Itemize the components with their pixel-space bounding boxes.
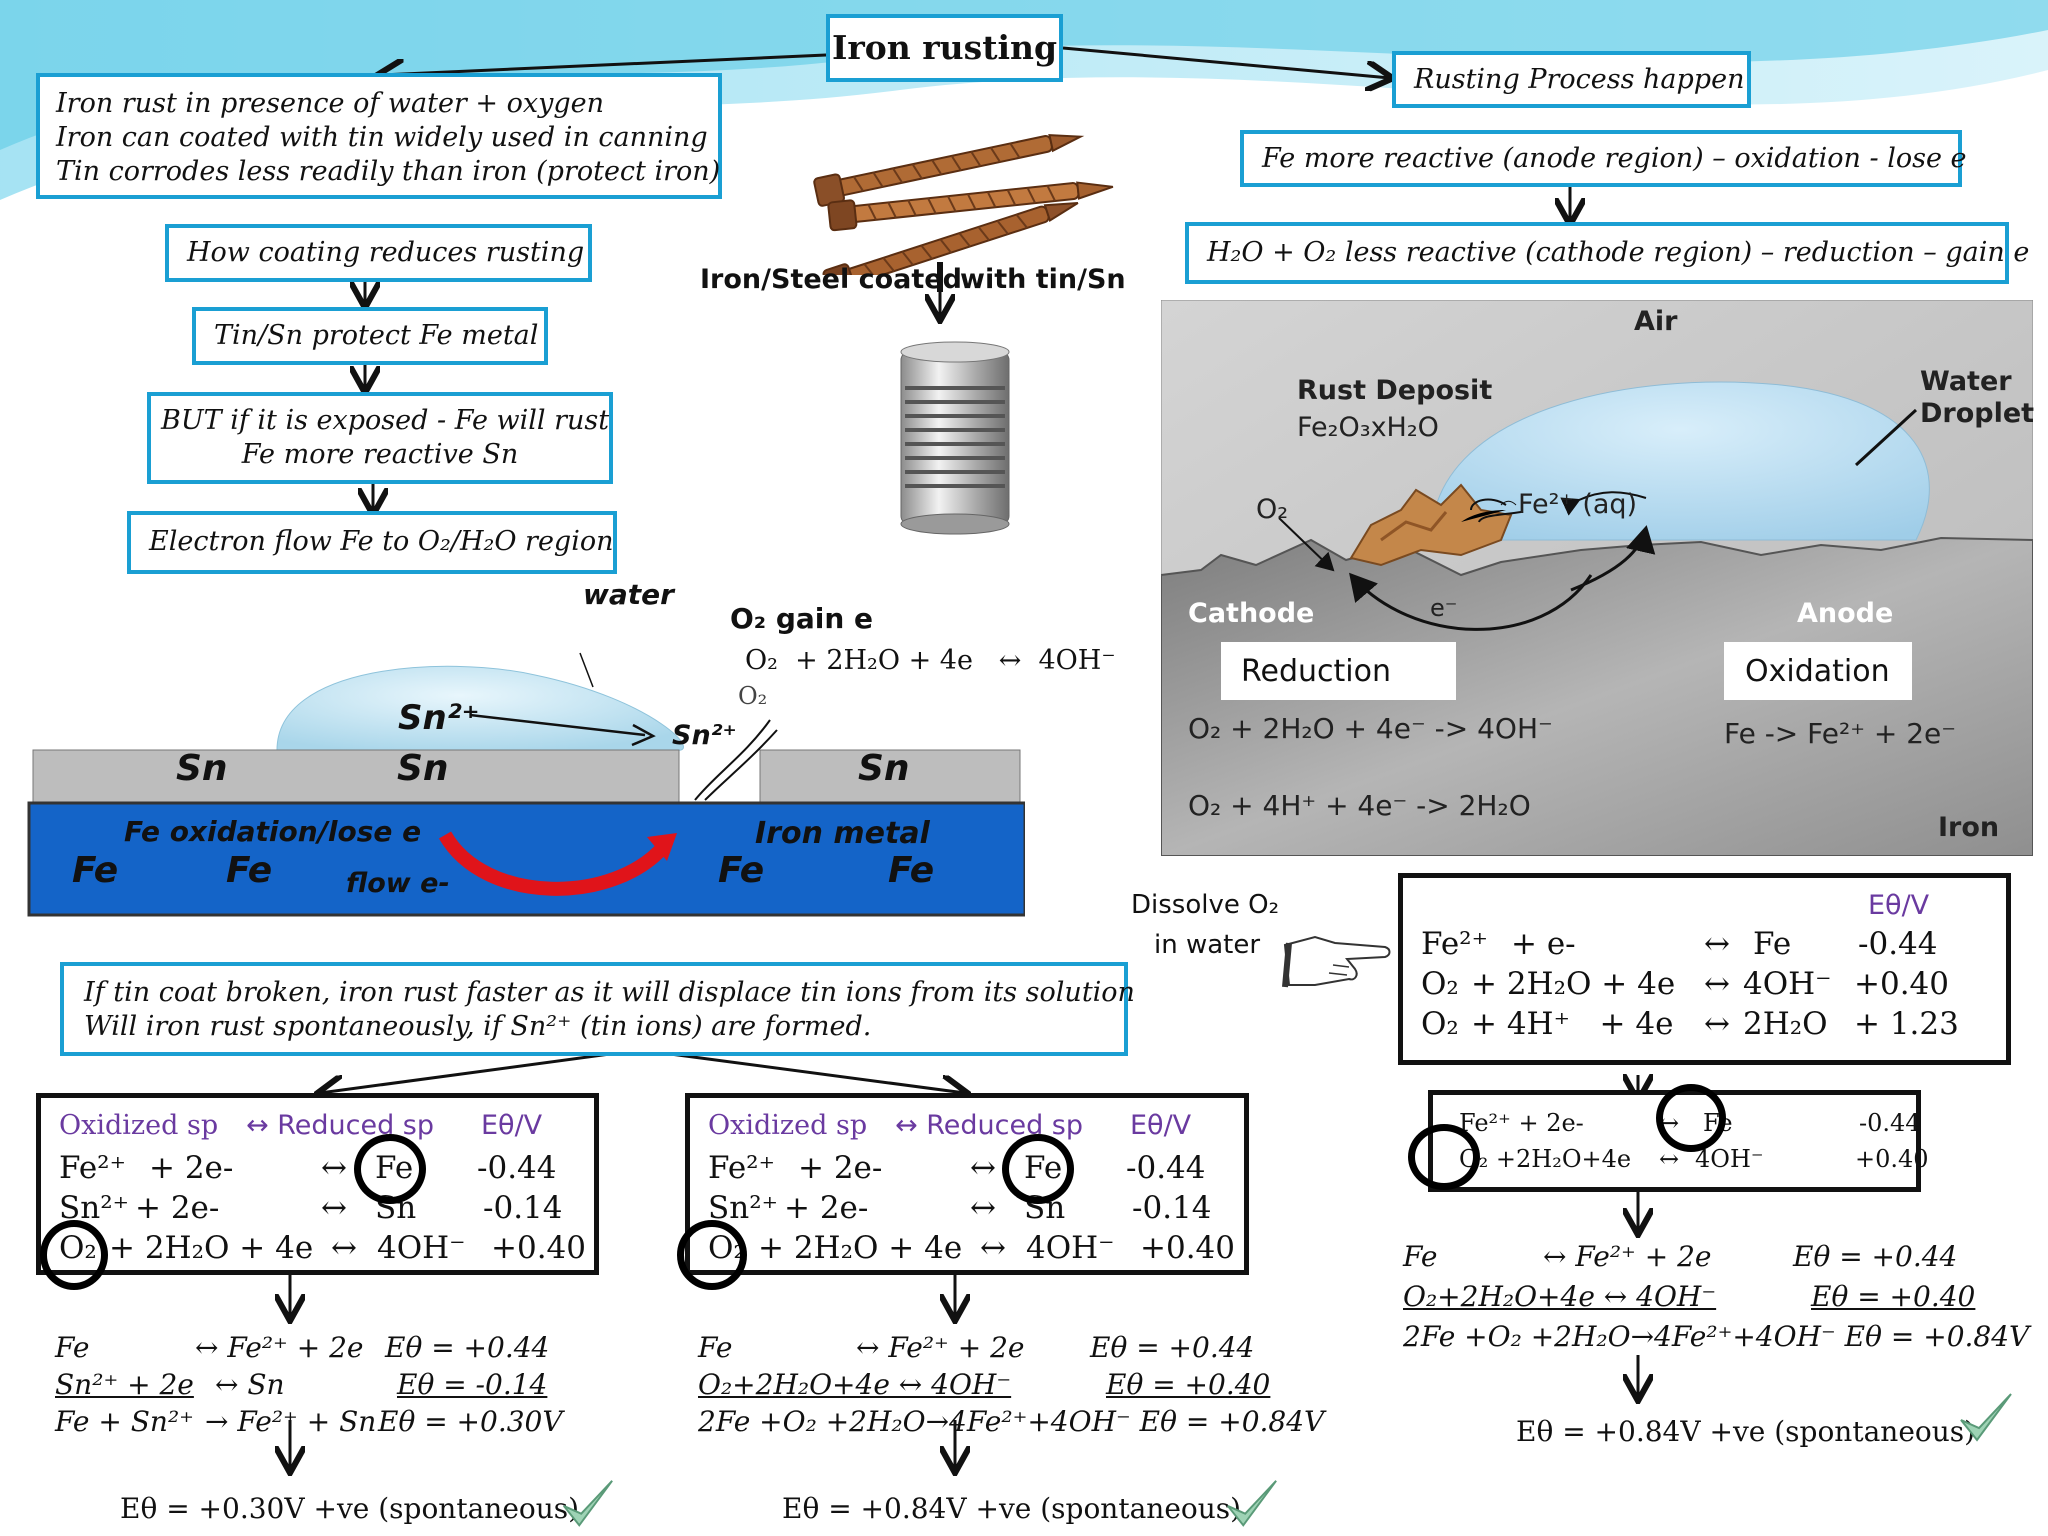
air-label: Air: [1634, 306, 1678, 337]
highlight-circle-fe-right: [1656, 1084, 1726, 1152]
dissolve-o2-label-1: Dissolve O₂: [1131, 890, 1280, 920]
dissolve-o2-label-2: in water: [1154, 930, 1261, 960]
tin-water-label: water: [583, 578, 674, 611]
oxidation-label: Oxidation: [1745, 654, 1890, 689]
o2-small-label: O₂: [738, 682, 768, 710]
tin-can-image: [900, 341, 1010, 535]
cathode-region-box: H₂O + O₂ less reactive (cathode region) …: [1185, 222, 2029, 284]
potential-row-2: O₂ + 2H₂O + 4e ↔ 4OH⁻ +0.40: [1421, 966, 1949, 1002]
highlight-circle-o2-right: [1408, 1124, 1480, 1190]
reduction-eq-1: O₂ + 2H₂O + 4e⁻ -> 4OH⁻: [1188, 712, 1553, 745]
water-droplet-label-1: Water: [1920, 366, 2012, 397]
coated-label-left: Iron/Steel coated: [700, 264, 962, 295]
sn-label-2: Sn: [397, 748, 449, 789]
mid-header-reduced: ↔ Reduced sp: [895, 1110, 1083, 1141]
rusty-screws-image: [813, 134, 1114, 275]
background-swoosh: [0, 0, 2048, 200]
standard-potentials-box: Eθ/V Fe²⁺ + e- ↔ Fe -0.44 O₂ + 2H₂O + 4e…: [1398, 873, 2011, 1065]
fe-oxidation-label: Fe oxidation/lose e: [124, 815, 422, 848]
iron-label: Iron: [1938, 812, 2000, 843]
right-calc-line-3: 2Fe +O₂ +2H₂O→4Fe²⁺+4OH⁻ Eθ = +0.84V: [1403, 1320, 2030, 1353]
checkmark-icon-mid: [1227, 1480, 1277, 1527]
mid-result: Eθ = +0.84V +ve (spontaneous): [782, 1492, 1242, 1525]
checkmark-icon-left: [563, 1480, 613, 1527]
rusting-process-heading: Rusting Process happen: [1392, 51, 1751, 108]
left-header-reduced: ↔ Reduced sp: [246, 1110, 434, 1141]
anode-region-box: Fe more reactive (anode region) – oxidat…: [1240, 130, 1967, 187]
flow-step-1: How coating reduces rusting: [165, 224, 592, 282]
anode-label: Anode: [1797, 598, 1894, 629]
mid-calc-line-3: 2Fe +O₂ +2H₂O→4Fe²⁺+4OH⁻ Eθ = +0.84V: [698, 1405, 1325, 1438]
potential-row-1: Fe²⁺ + e- ↔ Fe -0.44: [1421, 926, 1938, 962]
mid-header-oxidized: Oxidized sp: [708, 1110, 868, 1141]
tin-coating-diagram: [15, 615, 1025, 935]
sn-label-3: Sn: [858, 748, 910, 789]
tin-broken-box: If tin coat broken, iron rust faster as …: [60, 962, 1135, 1056]
mid-header-potential: Eθ/V: [1130, 1110, 1192, 1141]
highlight-circle-fe-left: [354, 1134, 426, 1204]
rust-o2-label: O₂: [1256, 494, 1289, 525]
highlight-circle-o2-mid: [677, 1220, 747, 1290]
cathode-label: Cathode: [1188, 598, 1315, 629]
left-result: Eθ = +0.30V +ve (spontaneous): [120, 1492, 580, 1525]
highlight-circle-o2-left: [40, 1220, 108, 1290]
title-box: Iron rusting: [826, 14, 1063, 82]
intro-box: Iron rust in presence of water + oxygen …: [36, 73, 722, 199]
o2-reduction-eq: O₂ + 2H₂O + 4e ↔ 4OH⁻: [745, 645, 1116, 676]
fe-label-4: Fe: [888, 850, 935, 891]
potential-header: Eθ/V: [1868, 890, 1930, 921]
flow-step-4: Electron flow Fe to O₂/H₂O region: [127, 511, 617, 574]
sn-label-1: Sn: [176, 748, 228, 789]
fe-label-3: Fe: [718, 850, 765, 891]
water-droplet-label-2: Droplet: [1920, 398, 2035, 429]
middle-potential-table: Oxidized sp ↔ Reduced sp Eθ/V Fe²⁺ + 2e-…: [685, 1093, 1249, 1275]
flow-step-2: Tin/Sn protect Fe metal: [192, 307, 548, 365]
right-result: Eθ = +0.84V +ve (spontaneous): [1516, 1415, 1976, 1448]
fe-label-2: Fe: [226, 850, 273, 891]
reduction-label: Reduction: [1241, 654, 1391, 689]
rust-deposit-label: Rust Deposit: [1297, 375, 1493, 406]
reduction-eq-2: O₂ + 4H⁺ + 4e⁻ -> 2H₂O: [1188, 789, 1531, 822]
potential-row-3: O₂ + 4H⁺ + 4e ↔ 2H₂O + 1.23: [1421, 1006, 1959, 1042]
rust-formula: Fe₂O₃xH₂O: [1297, 412, 1439, 443]
left-header-oxidized: Oxidized sp: [59, 1110, 219, 1141]
highlight-circle-fe-mid: [1002, 1134, 1074, 1204]
fe-label-1: Fe: [72, 850, 119, 891]
sn-ion-right: Sn²⁺: [672, 720, 737, 751]
coated-label-right: with tin/Sn: [960, 264, 1126, 295]
left-header-potential: Eθ/V: [481, 1110, 543, 1141]
electron-label: e⁻: [1430, 594, 1458, 622]
page-title: Iron rusting: [831, 28, 1058, 67]
pointing-hand-icon: [1282, 935, 1391, 988]
rust-droplet-diagram: [1161, 300, 2033, 856]
iron-metal-label: Iron metal: [755, 816, 930, 851]
sn-ion-left: Sn²⁺: [398, 698, 480, 738]
o2-gain-label: O₂ gain e: [730, 602, 874, 635]
checkmark-icon-right: [1960, 1393, 2012, 1442]
oxidation-eq: Fe -> Fe²⁺ + 2e⁻: [1724, 717, 1957, 750]
fe-aq-label: Fe²⁺ (aq): [1518, 489, 1638, 520]
flow-step-3: BUT if it is exposed - Fe will rust Fe m…: [147, 392, 613, 484]
left-potential-table: Oxidized sp ↔ Reduced sp Eθ/V Fe²⁺ + 2e-…: [36, 1093, 599, 1275]
flow-electrons-label: flow e-: [346, 868, 450, 899]
